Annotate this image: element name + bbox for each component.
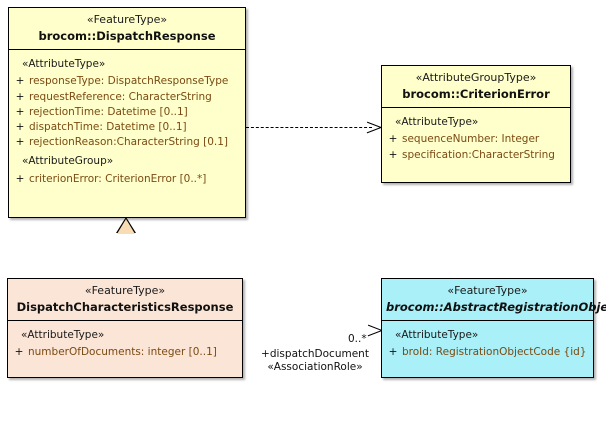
attribute-row: + numberOfDocuments: integer [0..1] (10, 345, 240, 360)
association-multiplicity: 0..* (348, 333, 367, 345)
attribute-group-stereotype: «AttributeType» (21, 329, 105, 342)
attribute-visibility: + (15, 172, 25, 185)
attribute-visibility: + (15, 105, 25, 118)
attribute-text: specification:CharacterString (402, 148, 555, 161)
class-box-dispatch-response[interactable]: «FeatureType» brocom::DispatchResponse «… (8, 7, 246, 218)
attribute-visibility: + (388, 346, 398, 359)
class-box-abstract-registration-object[interactable]: «FeatureType» brocom::AbstractRegistrati… (381, 278, 606, 378)
attribute-group-stereotype: «AttributeType» (395, 116, 479, 129)
class-header-abstract-registration-object: «FeatureType» brocom::AbstractRegistrati… (382, 279, 606, 322)
attribute-text: requestReference: CharacterString (29, 90, 212, 103)
association-role-label: +dispatchDocument (261, 348, 369, 360)
attribute-text: dispatchTime: Datetime [0..1] (29, 121, 187, 133)
attribute-text: criterionError: CriterionError [0..*] (29, 172, 207, 185)
attribute-visibility: + (15, 90, 25, 103)
class-stereotype: «FeatureType» (447, 284, 528, 297)
attribute-group-stereotype: «AttributeGroup» (22, 155, 114, 168)
attribute-visibility: + (15, 75, 25, 88)
attribute-visibility: + (15, 121, 25, 133)
association-arrowhead-icon (367, 322, 381, 338)
class-body-criterion-error: «AttributeType» + sequenceNumber: Intege… (382, 108, 570, 169)
attribute-visibility: + (388, 148, 398, 161)
dependency-line-dashed (246, 127, 372, 128)
attribute-row: + broId: RegistrationObjectCode {id} (384, 345, 591, 360)
class-name: brocom::AbstractRegistrationObject (386, 299, 606, 314)
attribute-visibility: + (388, 133, 398, 146)
attribute-row: + sequenceNumber: Integer (384, 132, 568, 147)
class-name: DispatchCharacteristicsResponse (16, 299, 234, 314)
generalization-line (0, 0, 1, 47)
attribute-text: broId: RegistrationObjectCode {id} (402, 346, 587, 359)
attribute-row: + responseType: DispatchResponseType (11, 74, 243, 89)
attribute-row: + requestReference: CharacterString (11, 90, 243, 105)
class-stereotype: «FeatureType» (84, 284, 166, 297)
class-box-criterion-error[interactable]: «AttributeGroupType» brocom::CriterionEr… (381, 65, 571, 183)
attribute-group-stereotype: «AttributeType» (395, 329, 479, 342)
class-body-dispatch-characteristics-response: «AttributeType» + numberOfDocuments: int… (8, 321, 242, 366)
attribute-text: numberOfDocuments: integer [0..1] (28, 346, 217, 359)
class-header-criterion-error: «AttributeGroupType» brocom::CriterionEr… (382, 66, 570, 109)
class-body-abstract-registration-object: «AttributeType» + broId: RegistrationObj… (382, 321, 593, 366)
attribute-row: + rejectionTime: Datetime [0..1] (11, 105, 243, 120)
attribute-row: + rejectionReason:CharacterString [0.1] (11, 135, 243, 150)
attribute-row: + specification:CharacterString (384, 148, 568, 163)
attribute-text: responseType: DispatchResponseType (29, 75, 229, 88)
class-stereotype: «AttributeGroupType» (415, 71, 537, 84)
generalization-arrowhead-icon (117, 219, 135, 234)
attribute-text: sequenceNumber: Integer (402, 133, 540, 146)
attribute-group-stereotype: «AttributeType» (22, 58, 106, 71)
class-body-dispatch-response: «AttributeType» + responseType: Dispatch… (9, 50, 245, 193)
attribute-row: + criterionError: CriterionError [0..*] (11, 172, 243, 187)
dependency-arrowhead-icon (366, 119, 380, 135)
class-header-dispatch-response: «FeatureType» brocom::DispatchResponse (9, 8, 245, 51)
class-name: brocom::DispatchResponse (38, 28, 216, 43)
association-role-stereotype: «AssociationRole» (267, 361, 363, 373)
class-box-dispatch-characteristics-response[interactable]: «FeatureType» DispatchCharacteristicsRes… (7, 278, 243, 378)
attribute-text: rejectionReason:CharacterString [0.1] (29, 136, 229, 149)
attribute-text: rejectionTime: Datetime [0..1] (29, 105, 188, 118)
attribute-visibility: + (14, 346, 24, 359)
class-stereotype: «FeatureType» (86, 13, 168, 26)
attribute-row: + dispatchTime: Datetime [0..1] (11, 120, 243, 135)
class-name: brocom::CriterionError (402, 86, 550, 101)
attribute-visibility: + (15, 136, 25, 149)
class-header-dispatch-characteristics-response: «FeatureType» DispatchCharacteristicsRes… (8, 279, 242, 322)
